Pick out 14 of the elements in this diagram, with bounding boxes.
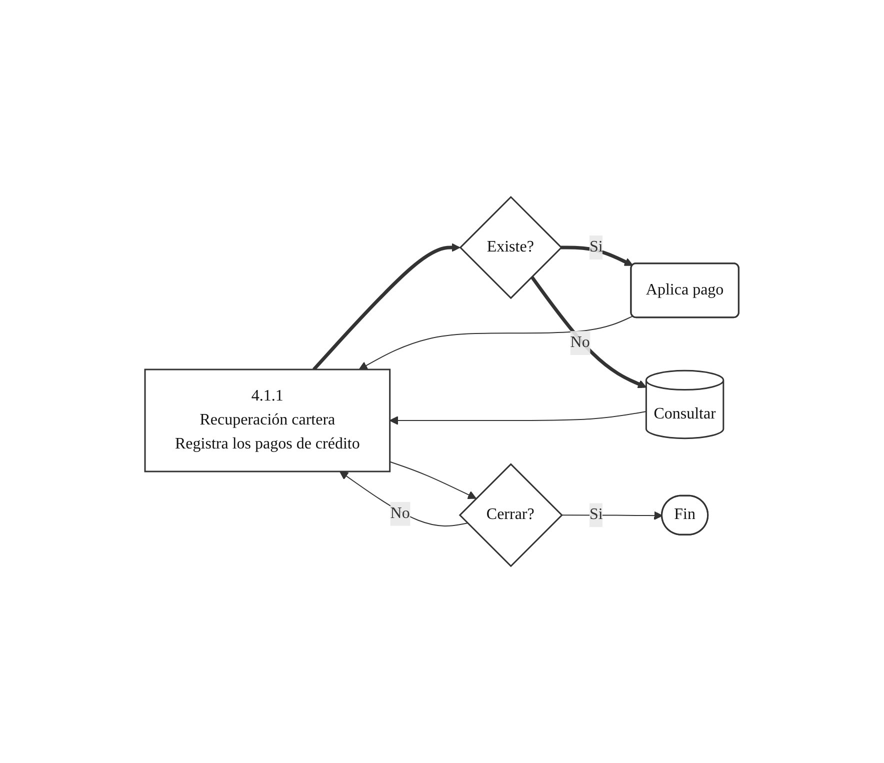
edge-label: Si — [590, 238, 603, 256]
edge-label: No — [390, 504, 410, 522]
edge-label: Si — [590, 506, 603, 524]
arrow — [530, 276, 647, 388]
arrow — [358, 316, 634, 370]
arrow — [390, 461, 477, 499]
arrow — [312, 243, 460, 371]
node-diamond: Cerrar? — [459, 463, 564, 568]
node-box: 4.1.1 Recuperación cartera Registra los pagos de crédito — [144, 368, 391, 472]
node-diamond: Existe? — [459, 196, 563, 300]
arrow — [340, 471, 468, 526]
edge-label: No — [570, 334, 590, 351]
arrow — [390, 410, 647, 425]
arrow — [561, 246, 634, 266]
